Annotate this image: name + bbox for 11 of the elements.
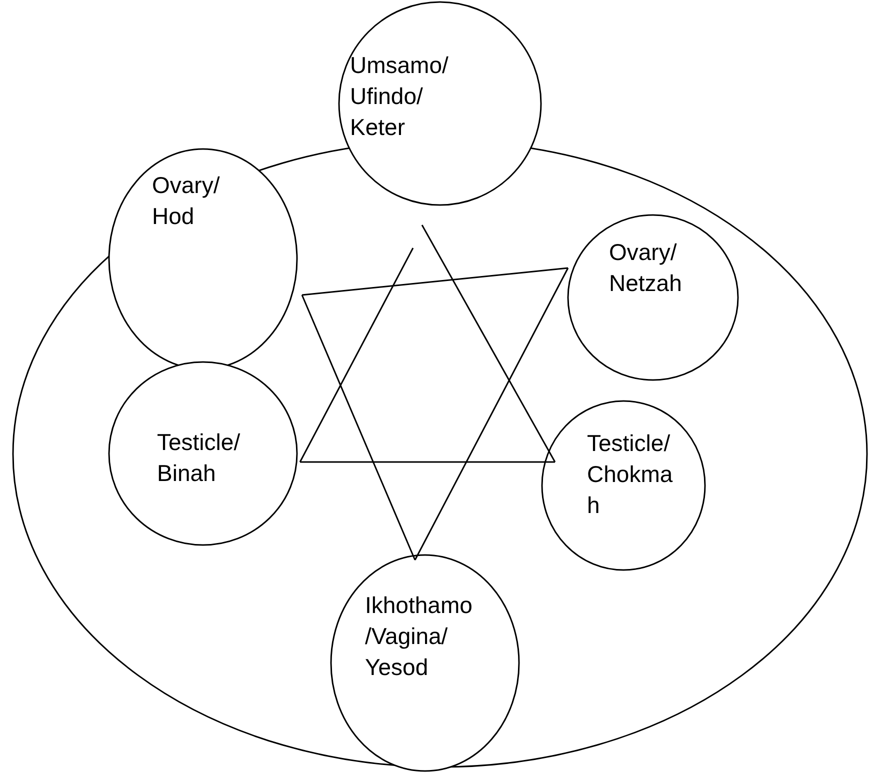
circle-node (108, 361, 298, 546)
node-label: Testicle/Binah (157, 428, 242, 488)
node-label: Umsamo/Ufindo/Keter (350, 51, 450, 142)
circle-node (567, 214, 739, 381)
circle-node (338, 1, 542, 206)
circle-node (330, 554, 520, 772)
node-label: Ovary/Hod (152, 171, 221, 231)
node-label: Ovary/Netzah (609, 238, 683, 298)
circle-node (541, 400, 706, 571)
node-label: Ikhothamo/Vagina/Yesod (365, 591, 474, 682)
node-label: Testicle/Chokmah (587, 429, 673, 520)
